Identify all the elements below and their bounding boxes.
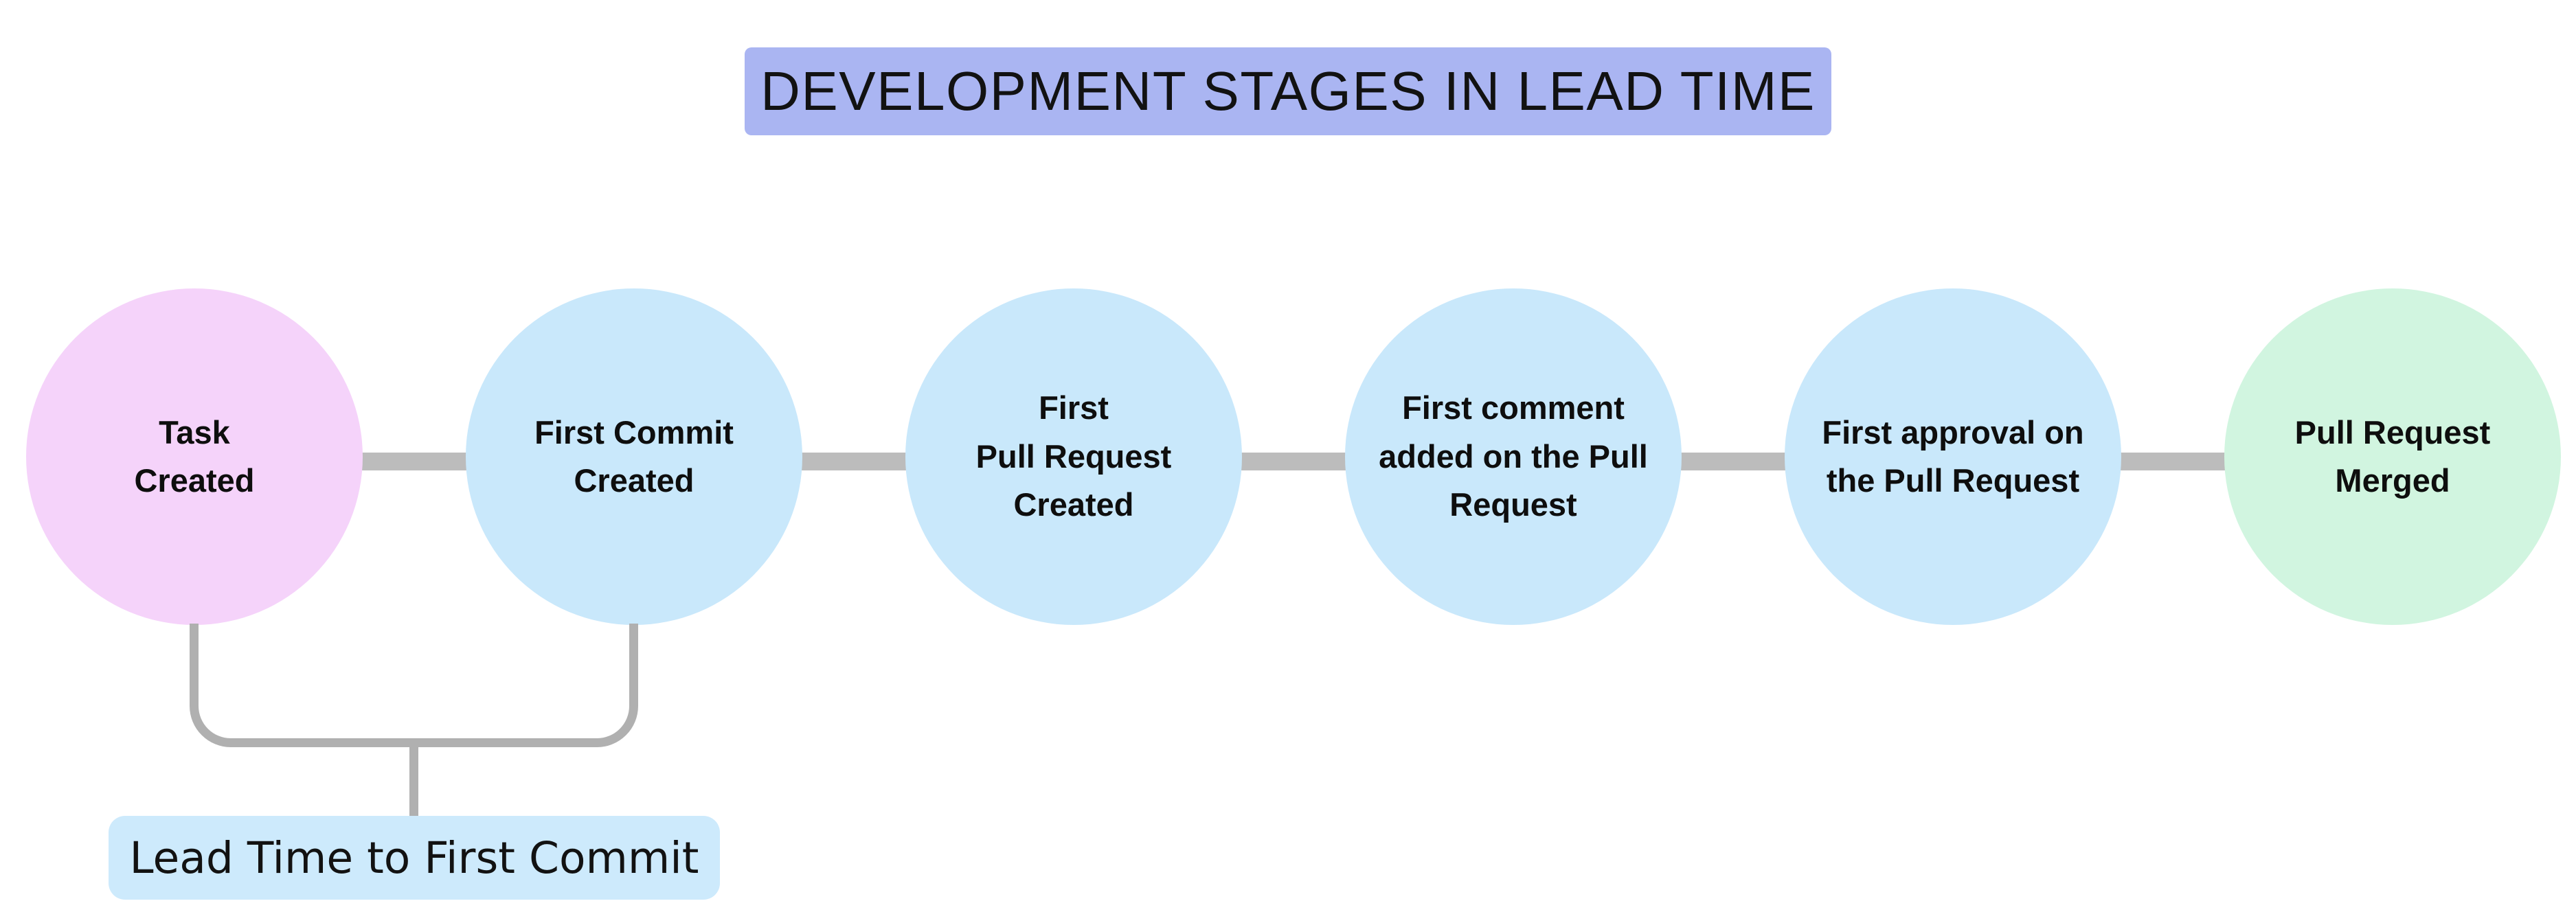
lead-time-label: Lead Time to First Commit [129, 832, 699, 883]
lead-time-label-box: Lead Time to First Commit [109, 816, 720, 900]
flow-connector [1675, 453, 1792, 470]
diagram-title: DEVELOPMENT STAGES IN LEAD TIME [745, 47, 1831, 135]
flow-connector [2114, 453, 2231, 470]
flow-connector [1235, 453, 1352, 470]
lead-time-bracket [190, 624, 638, 747]
lead-time-bracket-stem [409, 743, 418, 817]
flow-connector [795, 453, 912, 470]
flow-connector [356, 453, 473, 470]
